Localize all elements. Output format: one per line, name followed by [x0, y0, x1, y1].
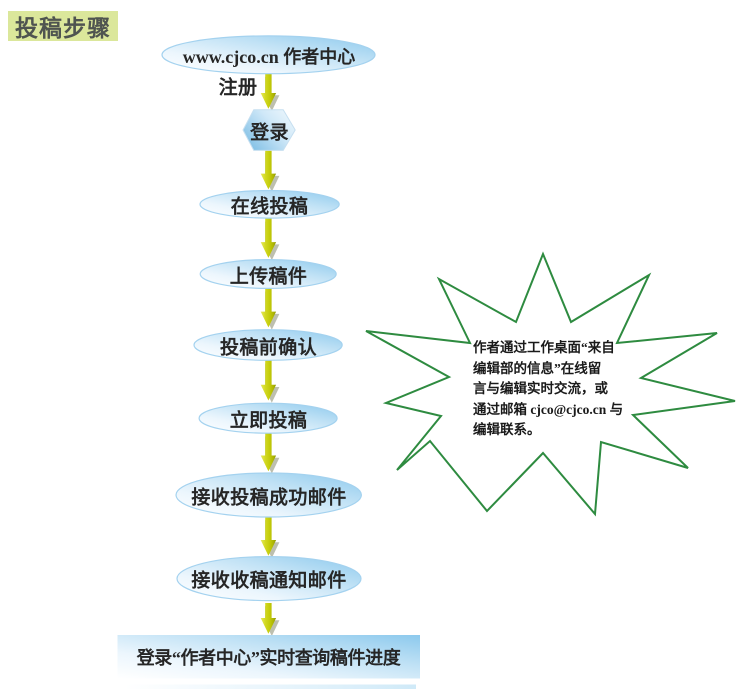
- flow-node-shapes: [117, 35, 420, 689]
- page-title: 投稿步骤: [8, 11, 118, 41]
- arrow-step1-to-step2: [260, 218, 277, 258]
- node-step6-shape: [176, 555, 362, 602]
- node-step4-shape: [198, 402, 338, 434]
- callout-text: 作者通过工作桌面“来自 编辑部的信息”在线留 言与编辑实时交流，或 通过邮箱 c…: [473, 338, 643, 441]
- node-end-shape: [117, 635, 420, 679]
- node-step2-shape: [199, 259, 337, 290]
- node-start-label: www.cjco.cn 作者中心: [182, 46, 356, 67]
- arrow-step2-to-step3: [260, 288, 277, 328]
- arrow-step5-to-step6: [260, 517, 277, 556]
- callout-line: 作者通过工作桌面“来自: [473, 340, 615, 355]
- arrow-step6-to-end: [260, 603, 277, 634]
- arrow-login-to-step1: [260, 149, 277, 190]
- node-step5-label: 接收投稿成功邮件: [191, 487, 347, 508]
- node-step4-label: 立即投稿: [229, 410, 308, 431]
- end-reflection: [125, 684, 416, 689]
- flow-arrows: [260, 73, 280, 637]
- node-login-label: 登录: [250, 122, 289, 143]
- arrow-register: [260, 73, 277, 109]
- page-title-text: 投稿步骤: [15, 15, 111, 41]
- edge-register-label: 注册: [218, 77, 258, 98]
- arrow-step3-to-step4: [260, 360, 277, 401]
- node-login-shape: [242, 109, 296, 151]
- callout-line: 通过邮箱 cjco@cjco.cn 与: [473, 401, 624, 417]
- callout-line: 言与编辑实时交流，或: [473, 381, 608, 397]
- node-step5-shape: [175, 472, 363, 518]
- arrow-bodies: [260, 73, 277, 634]
- node-step6-label: 接收收稿通知邮件: [191, 570, 347, 592]
- callout-line: 编辑联系。: [473, 422, 541, 438]
- callout-star-shape: [365, 251, 736, 517]
- node-step2-label: 上传稿件: [229, 266, 308, 287]
- node-step1-label: 在线投稿: [230, 196, 309, 218]
- node-step3-shape: [193, 329, 343, 361]
- node-end-label: 登录“作者中心”实时查询稿件进度: [136, 648, 401, 668]
- arrow-step4-to-step5: [260, 433, 277, 472]
- callout-line: 编辑部的信息”在线留: [473, 360, 602, 376]
- node-step1-shape: [199, 189, 340, 219]
- node-start-shape: [161, 35, 376, 75]
- node-step3-label: 投稿前确认: [219, 337, 318, 358]
